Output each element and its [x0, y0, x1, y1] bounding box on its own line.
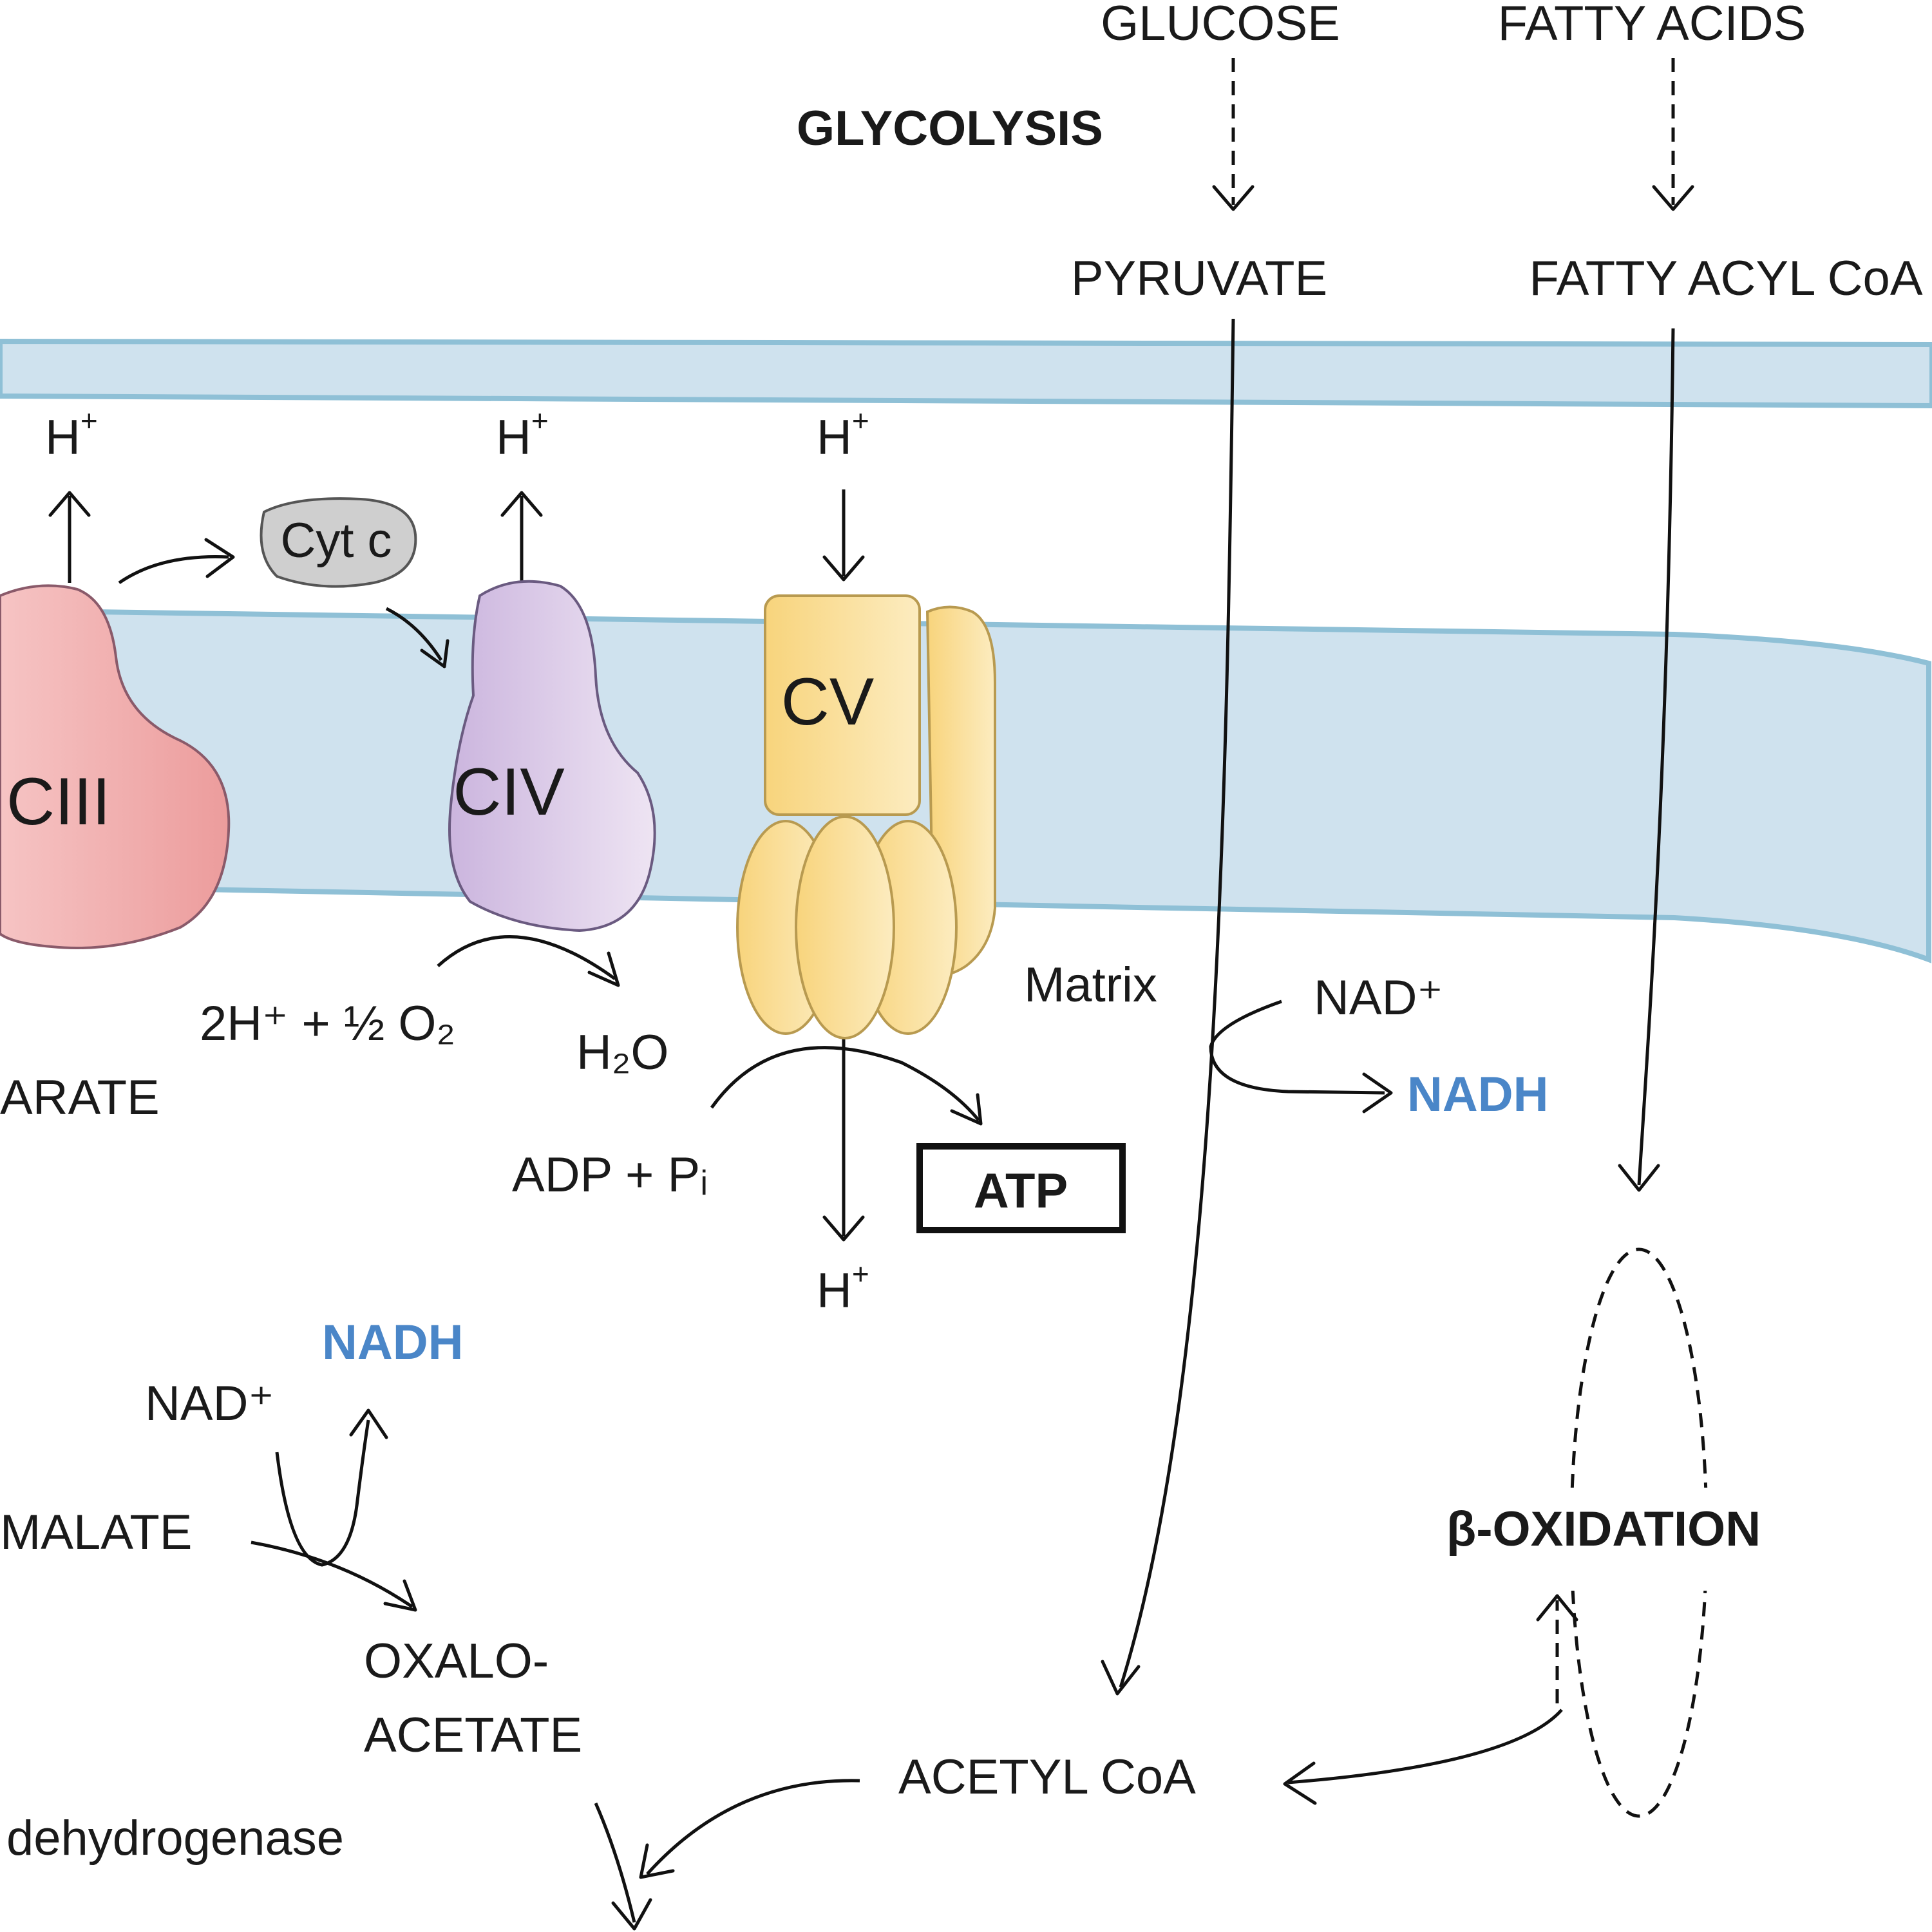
oxaloacetate-label-1: OXALO- — [364, 1634, 549, 1689]
proton-into-cv-arrowhead — [822, 555, 865, 582]
acetyl-coa-to-cycle-arrowhead — [639, 1843, 675, 1879]
nad-reduction-arrowhead-2 — [349, 1408, 388, 1439]
atp-label: ATP — [974, 1164, 1068, 1218]
glucose-arrowhead — [1212, 185, 1255, 211]
cyt-c-shape — [260, 497, 417, 588]
oxaloacetate-label-2: ACETATE — [364, 1708, 582, 1763]
nad-reduction-arrow-2 — [275, 1419, 370, 1567]
complex-iv — [448, 580, 656, 933]
atp-box — [916, 1143, 1126, 1233]
fatty-acids-label: FATTY ACIDS — [1498, 0, 1806, 51]
nad-reduction-arrowhead-1 — [1362, 1072, 1393, 1113]
pyruvate-label: PYRUVATE — [1071, 251, 1327, 306]
beta-oxidation-label: β-OXIDATION — [1446, 1502, 1761, 1557]
complex-iii — [0, 584, 231, 949]
beta-to-acetyl-coa-arrow — [1287, 1709, 1563, 1785]
acetyl-coa-to-cycle-arrow — [646, 1779, 860, 1875]
adp-pi-label: ADP + Pᵢ — [512, 1148, 708, 1202]
nadh-label-2: NADH — [322, 1315, 464, 1370]
proton-out-cv-arrowhead — [822, 1215, 865, 1242]
nad-plus-label-2: NAD⁺ — [145, 1376, 274, 1431]
svg-text:H+: H+ — [496, 404, 549, 465]
cyt-c-label: Cyt c — [280, 513, 392, 568]
water-reactants: 2H⁺ + ½ O₂ — [200, 996, 455, 1051]
malate-to-oxaloacetate-arrow — [251, 1540, 413, 1609]
fatty-acyl-to-beta-line — [1637, 328, 1675, 1186]
iii-to-cyt-c-arrow — [118, 555, 229, 585]
atp-synthesis-arrow — [710, 1046, 980, 1122]
beta-oxidation-label-bg — [1407, 1488, 1794, 1591]
beta-oxidation-up-arrowhead — [1536, 1594, 1578, 1622]
glycolysis-label: GLYCOLYSIS — [797, 101, 1103, 156]
glucose-label: GLUCOSE — [1101, 0, 1340, 51]
svg-text:H+: H+ — [817, 1257, 869, 1318]
iii-to-cyt-c-arrowhead — [204, 538, 235, 578]
beta-arrowhead — [1618, 1164, 1660, 1192]
oxaloacetate-to-cycle-arrow — [594, 1802, 636, 1923]
oxygen-reduction-arrow — [437, 935, 616, 981]
oxygen-reduction-arrowhead — [587, 951, 620, 987]
fatty-acyl-coa-label: FATTY ACYL CoA — [1529, 251, 1922, 306]
proton-complex-iii: H+ — [45, 404, 98, 465]
svg-text:H+: H+ — [817, 404, 869, 465]
fatty-acids-arrowhead — [1652, 185, 1694, 211]
malate-label: MALATE — [0, 1505, 192, 1560]
complex-iii-label: CIII — [6, 764, 111, 839]
proton-complex-v-in: H+ — [817, 404, 869, 465]
complex-v-label: CV — [781, 665, 874, 739]
pyruvate-to-acetyl-coa-line — [1119, 318, 1235, 1688]
dehydrogenase-label: dehydrogenase — [6, 1811, 344, 1866]
proton-pump-iii-arrowhead — [48, 491, 91, 517]
acetyl-coa-label: ACETYL CoA — [898, 1750, 1196, 1804]
water-product: H₂O — [576, 1025, 669, 1080]
proton-complex-v-out: H+ — [817, 1257, 869, 1318]
malate-to-oxaloacetate-arrowhead — [383, 1579, 417, 1612]
nadh-label-1: NADH — [1407, 1067, 1549, 1122]
proton-pump-iv-arrowhead — [500, 491, 543, 517]
fumarate-fragment-label: ARATE — [0, 1070, 160, 1125]
cyt-c-to-iv-arrow — [385, 607, 443, 661]
proton-complex-iv: H+ — [496, 404, 549, 465]
beta-to-acetyl-coa-arrowhead — [1283, 1761, 1317, 1805]
matrix-label: Matrix — [1024, 958, 1157, 1012]
svg-text:H+: H+ — [45, 404, 98, 465]
nad-plus-label-1: NAD⁺ — [1314, 971, 1443, 1025]
atp-synthesis-arrowhead — [950, 1093, 983, 1126]
complex-iv-label: CIV — [453, 755, 564, 829]
complex-v — [736, 594, 996, 1039]
cyt-c-to-iv-arrowhead — [420, 639, 450, 668]
nad-reduction-arrow-1 — [1209, 999, 1385, 1095]
oxaloacetate-to-cycle-arrowhead — [611, 1898, 652, 1931]
outer-membrane — [0, 338, 1932, 409]
acetyl-coa-arrowhead — [1101, 1660, 1141, 1696]
